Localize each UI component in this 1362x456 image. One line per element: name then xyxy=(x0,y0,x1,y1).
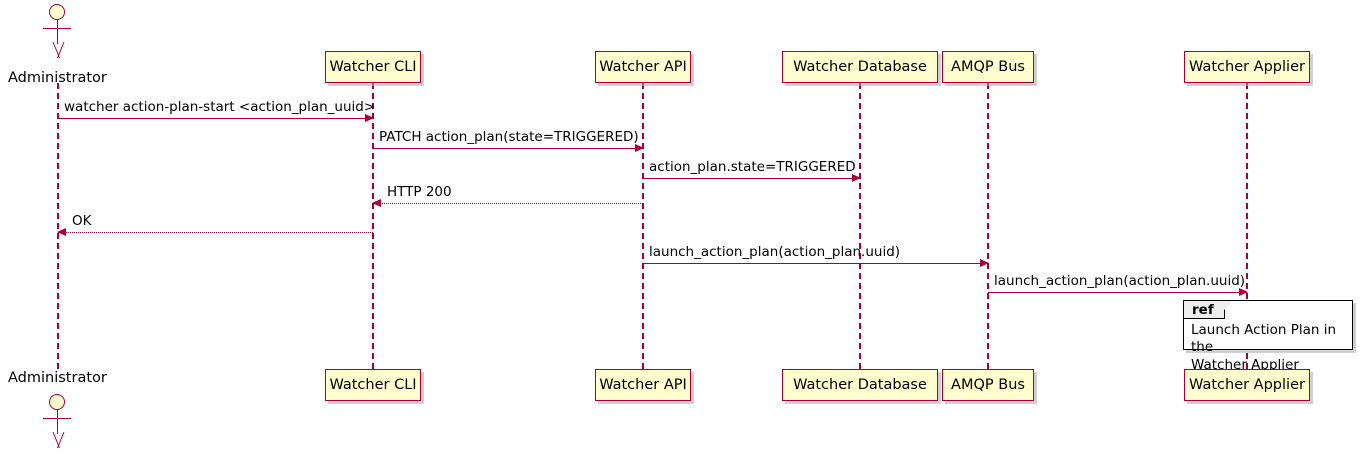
actor-body-icon xyxy=(57,20,58,44)
lifeline-amqp-bus xyxy=(987,83,989,369)
message-label: launch_action_plan(action_plan.uuid) xyxy=(994,273,1246,290)
arrowhead-right-icon xyxy=(980,258,989,267)
message-line xyxy=(58,118,373,119)
lifeline-watcher-applier xyxy=(1246,83,1248,369)
participant-label-watcher-cli-bottom: Watcher CLI xyxy=(329,376,417,393)
arrowhead-right-icon xyxy=(365,113,374,122)
participant-watcher-cli-top[interactable]: Watcher CLI xyxy=(325,51,421,83)
arrowhead-left-icon xyxy=(372,198,381,207)
participant-watcher-database-bottom[interactable]: Watcher Database xyxy=(782,369,938,401)
participant-label-watcher-database-top: Watcher Database xyxy=(793,58,927,75)
message-line xyxy=(988,292,1247,293)
participant-label-amqp-bus-bottom: AMQP Bus xyxy=(951,376,1025,393)
arrowhead-right-icon xyxy=(1239,287,1248,296)
message-line xyxy=(643,178,860,179)
participant-label-amqp-bus-top: AMQP Bus xyxy=(951,58,1025,75)
message-label: action_plan.state=TRIGGERED xyxy=(649,159,856,176)
participant-watcher-applier-top[interactable]: Watcher Applier xyxy=(1184,51,1310,83)
arrowhead-right-icon xyxy=(852,173,861,182)
participant-watcher-api-bottom[interactable]: Watcher API xyxy=(595,369,691,401)
ref-fragment-tab-label: ref xyxy=(1184,301,1233,319)
participant-label-watcher-api-top: Watcher API xyxy=(599,58,687,75)
participant-label-watcher-api-bottom: Watcher API xyxy=(599,376,687,393)
actor-label-administrator-bottom: Administrator xyxy=(8,370,107,386)
actor-administrator-bottom[interactable] xyxy=(36,394,80,450)
message-line xyxy=(373,203,643,204)
participant-watcher-database-top[interactable]: Watcher Database xyxy=(782,51,938,83)
actor-label-administrator-top: Administrator xyxy=(8,70,107,86)
message-line xyxy=(373,148,643,149)
actor-right-leg-icon xyxy=(57,432,77,448)
lifeline-administrator xyxy=(57,83,59,369)
participant-label-watcher-database-bottom: Watcher Database xyxy=(793,376,927,393)
message-label: HTTP 200 xyxy=(387,184,452,201)
participant-label-watcher-applier-bottom: Watcher Applier xyxy=(1189,376,1305,393)
lifeline-watcher-api xyxy=(642,83,644,369)
lifeline-watcher-database xyxy=(859,83,861,369)
participant-amqp-bus-top[interactable]: AMQP Bus xyxy=(942,51,1034,83)
actor-arms-icon xyxy=(43,418,71,419)
actor-right-leg-icon xyxy=(57,42,77,58)
ref-fragment-launch-action-plan[interactable]: ref Launch Action Plan in the Watcher Ap… xyxy=(1183,300,1353,373)
arrowhead-right-icon xyxy=(635,143,644,152)
message-line xyxy=(643,263,988,264)
ref-fragment-text: Launch Action Plan in the Watcher Applie… xyxy=(1191,322,1337,373)
participant-label-watcher-applier-top: Watcher Applier xyxy=(1189,58,1305,75)
arrowhead-left-icon xyxy=(57,227,66,236)
actor-head-icon xyxy=(49,4,65,20)
message-label: launch_action_plan(action_plan.uuid) xyxy=(649,244,901,261)
message-label: OK xyxy=(72,213,92,230)
participant-label-watcher-cli-top: Watcher CLI xyxy=(329,58,417,75)
actor-administrator-top[interactable] xyxy=(36,4,80,60)
message-line xyxy=(58,232,373,233)
lifeline-watcher-cli xyxy=(372,83,374,369)
participant-watcher-cli-bottom[interactable]: Watcher CLI xyxy=(325,369,421,401)
actor-arms-icon xyxy=(43,28,71,29)
actor-body-icon xyxy=(57,410,58,434)
message-label: PATCH action_plan(state=TRIGGERED) xyxy=(379,129,639,146)
actor-head-icon xyxy=(49,394,65,410)
participant-amqp-bus-bottom[interactable]: AMQP Bus xyxy=(942,369,1034,401)
message-label: watcher action-plan-start <action_plan_u… xyxy=(64,99,376,116)
participant-watcher-api-top[interactable]: Watcher API xyxy=(595,51,691,83)
participant-watcher-applier-bottom[interactable]: Watcher Applier xyxy=(1184,369,1310,401)
